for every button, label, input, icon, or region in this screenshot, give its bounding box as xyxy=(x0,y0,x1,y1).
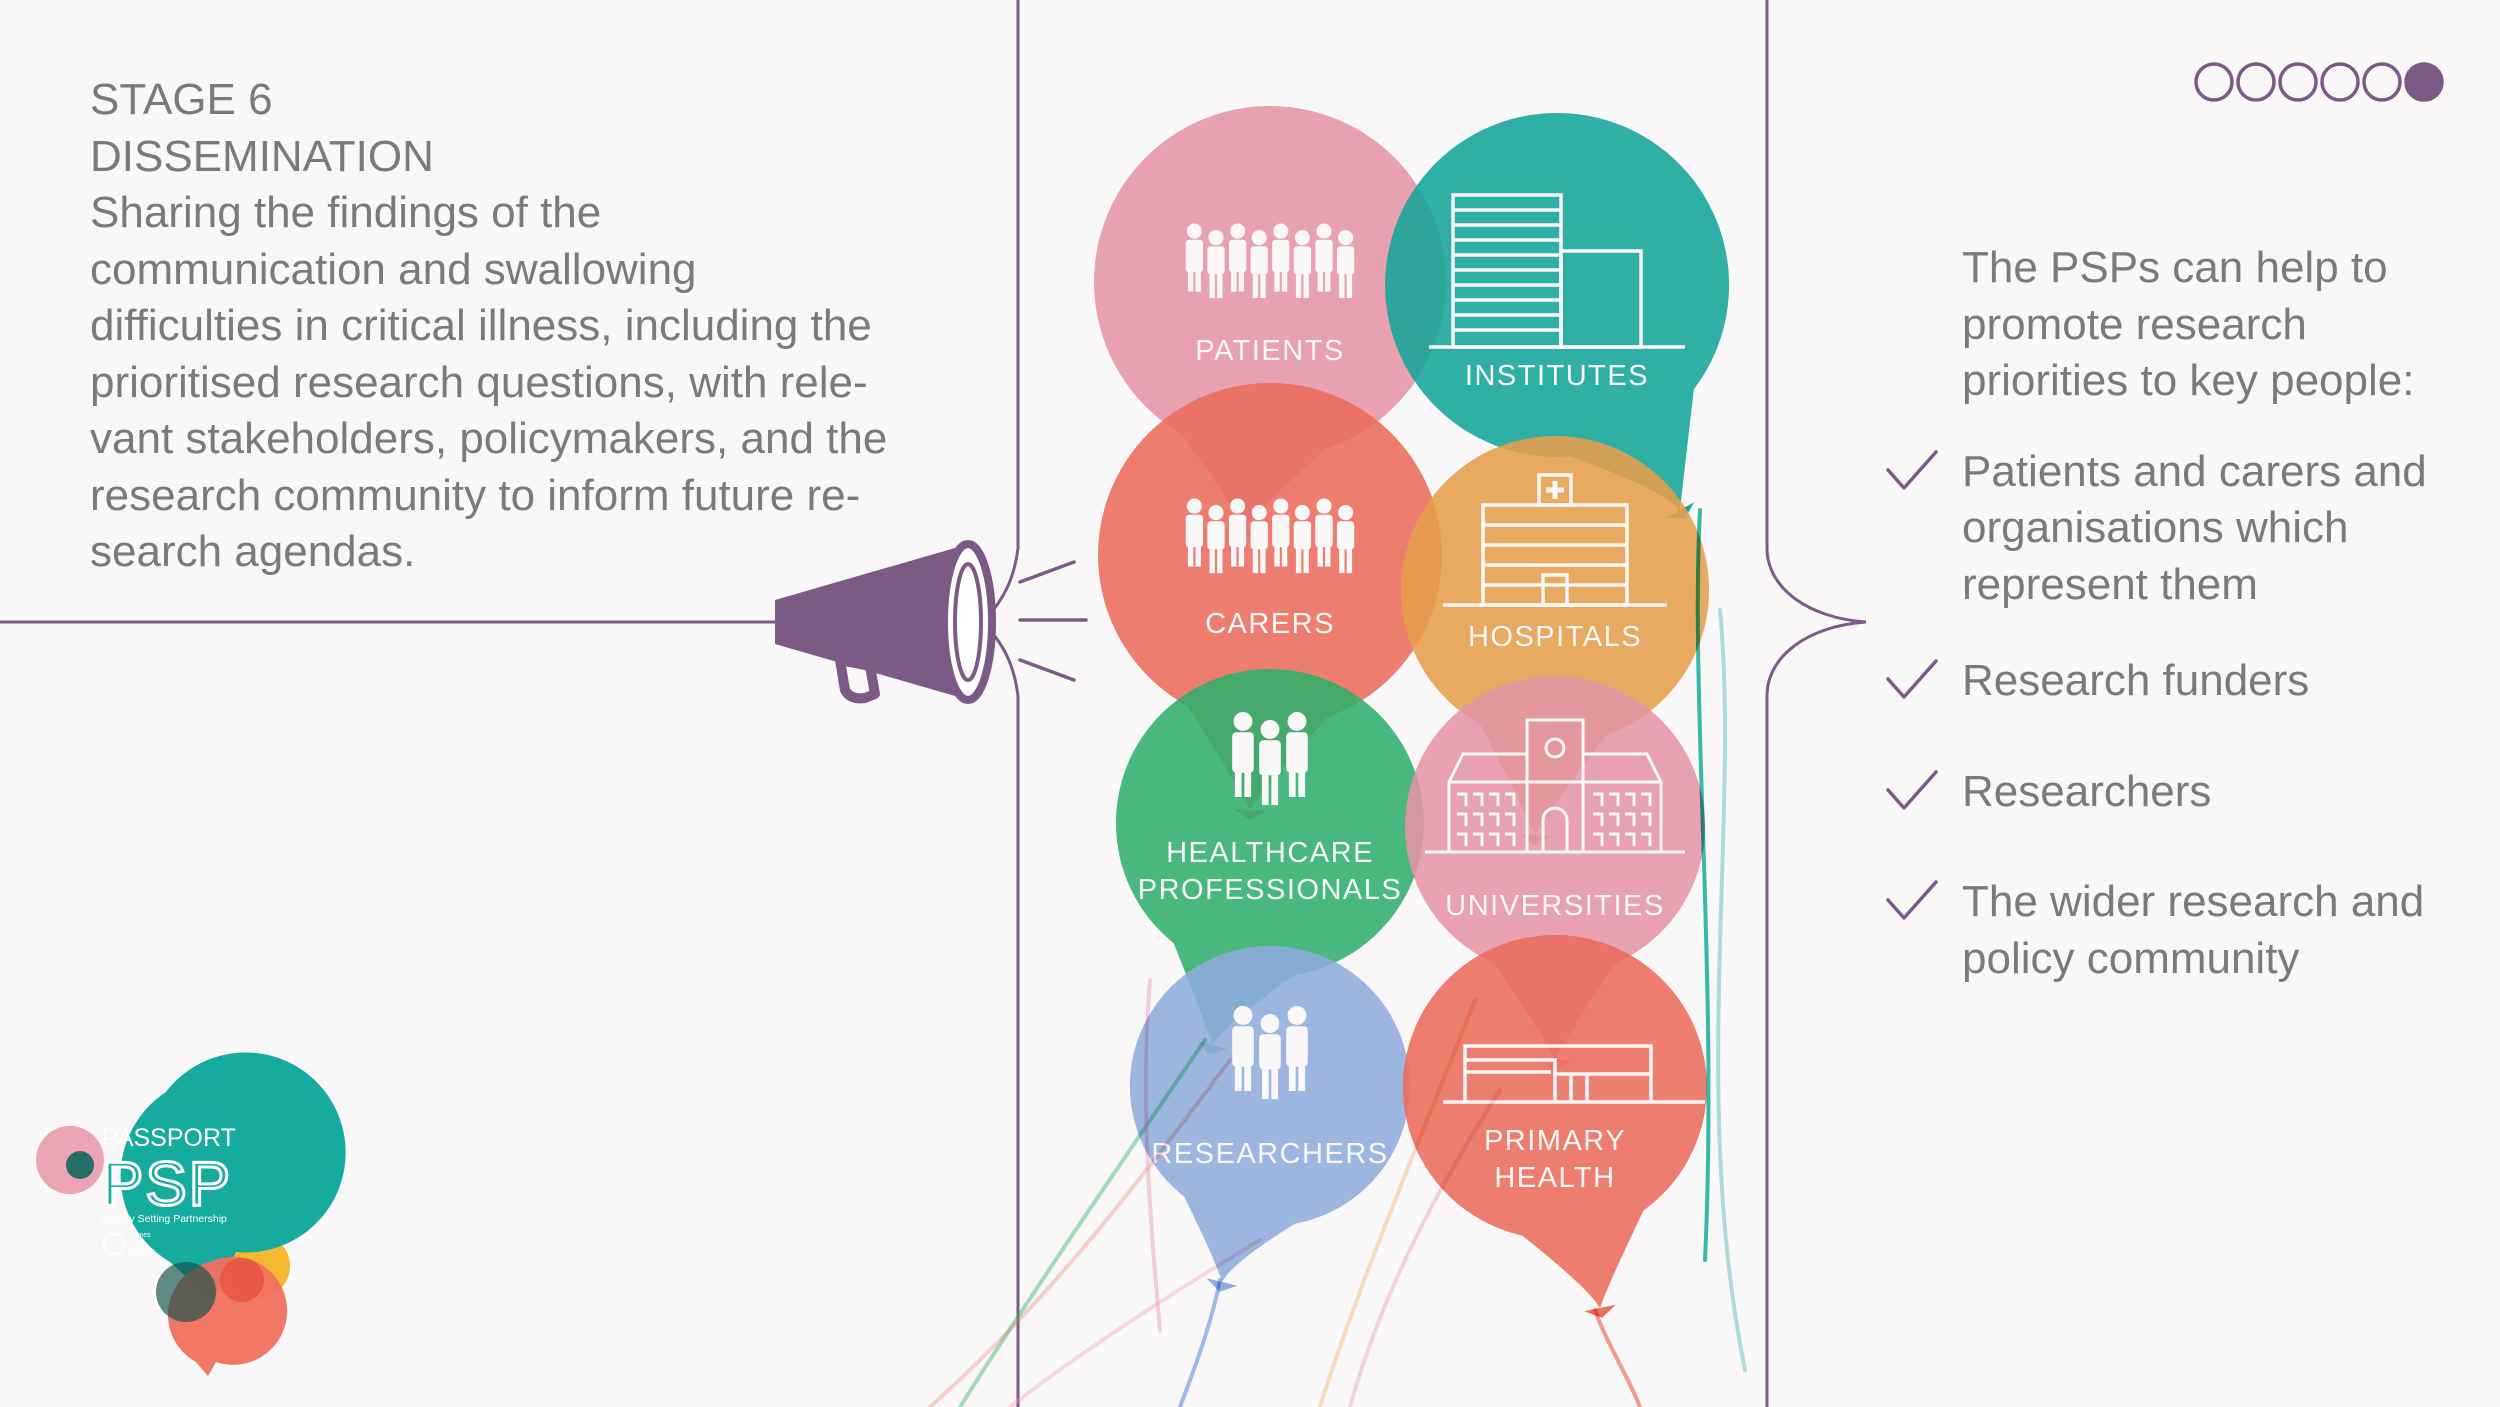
progress-dot xyxy=(2194,62,2234,102)
university-icon xyxy=(1425,718,1685,854)
key-people-item: Patients and carers and organisations wh… xyxy=(1886,444,2462,614)
balloon-label: PATIENTS xyxy=(1195,335,1345,367)
people-icon xyxy=(1232,1005,1308,1100)
building-icon xyxy=(1429,193,1685,349)
stage-line: communication and swallowing xyxy=(90,244,697,294)
progress-dot xyxy=(2278,62,2318,102)
balloon-knot xyxy=(1584,1304,1616,1318)
intro-line: promote research xyxy=(1962,299,2307,349)
balloon-label: HEALTHCARE xyxy=(1166,837,1374,869)
balloon-primary-health: PRIMARY HEALTH xyxy=(1402,935,1707,1318)
intro-line: priorities to key people: xyxy=(1962,356,2415,405)
item-line: represent them xyxy=(1962,559,2258,609)
balloon-label: RESEARCHERS xyxy=(1151,1138,1388,1170)
balloon-shape xyxy=(1402,935,1707,1308)
check-icon xyxy=(1886,449,1938,490)
balloons: PATIENTS INSTITUTES CARERS HOSPITALS HEALTHC… xyxy=(1094,106,1730,1318)
balloon-universities: UNIVERSITIES xyxy=(1405,676,1706,1070)
item-line: The wider research and xyxy=(1962,877,2425,926)
item-line: organisations which xyxy=(1962,503,2349,552)
stage-line: difficulties in critical illness, includ… xyxy=(90,301,872,350)
logo-tagline: Priority Setting Partnership xyxy=(102,1213,227,1225)
stage-line: Sharing the findings of the xyxy=(90,188,602,237)
balloon-label: INSTITUTES xyxy=(1465,360,1649,392)
balloon-label: HEALTH xyxy=(1494,1162,1615,1194)
passport-psp-logo: PASSPORT PSP Priority Setting Partnershi… xyxy=(36,1052,346,1376)
check-icon xyxy=(1886,880,1938,920)
stage-number: STAGE 6 xyxy=(90,75,273,124)
check-icon xyxy=(1886,659,1938,699)
people-icon xyxy=(1185,498,1355,574)
logo-partner-2: Lind xyxy=(130,1240,143,1247)
balloon-label: PROFESSIONALS xyxy=(1138,874,1402,906)
key-people-intro: The PSPs can help to promote research pr… xyxy=(1962,240,2462,410)
stage-description-panel: STAGE 6 DISSEMINATION Sharing the findin… xyxy=(90,72,930,581)
balloon-healthcare-professionals: HEALTHCARE PROFESSIONALS xyxy=(1115,668,1424,1055)
stage-line: research community to inform future re- xyxy=(90,470,861,520)
item-line: Patients and carers and xyxy=(1962,446,2427,496)
balloon-label: CARERS xyxy=(1205,608,1335,640)
megaphone-icon xyxy=(775,540,1088,704)
balloon-shape xyxy=(1401,435,1710,835)
balloon-knot xyxy=(1206,1278,1238,1292)
item-line: Research funders xyxy=(1962,656,2310,705)
balloon-shape xyxy=(1115,668,1424,1045)
balloon-shape xyxy=(1405,676,1706,1060)
stage-line: prioritised research questions, with rel… xyxy=(90,357,868,407)
stage-line: search agendas. xyxy=(90,527,416,576)
intro-line: The PSPs can help to xyxy=(1962,243,2388,292)
balloon-shape xyxy=(1129,945,1410,1282)
balloon-label: HOSPITALS xyxy=(1468,621,1642,653)
item-line: policy community xyxy=(1962,933,2300,983)
progress-dot xyxy=(2236,62,2276,102)
people-icon xyxy=(1185,223,1355,299)
stage-description: Sharing the findings of the communicatio… xyxy=(90,185,930,581)
balloon-institutes: INSTITUTES xyxy=(1385,112,1730,519)
balloon-label: UNIVERSITIES xyxy=(1445,890,1664,922)
stage-line: vant stakeholders, policymakers, and the xyxy=(90,414,888,463)
progress-dot xyxy=(2362,62,2402,102)
stage-title: DISSEMINATION xyxy=(90,131,434,181)
jla-icon xyxy=(103,1233,125,1255)
progress-dot xyxy=(2320,62,2360,102)
key-people-item: The wider research and policy community xyxy=(1886,874,2462,987)
key-people-item: Researchers xyxy=(1886,764,2462,821)
key-people-item: Research funders xyxy=(1886,653,2462,710)
logo-brand-top: PASSPORT xyxy=(102,1124,236,1152)
hospital-icon xyxy=(1443,473,1667,607)
logo-brand-main: PSP xyxy=(102,1150,232,1219)
logo-partner-3: Alliance xyxy=(130,1248,155,1255)
balloon-label: PRIMARY xyxy=(1484,1125,1626,1157)
key-people-panel: The PSPs can help to promote research pr… xyxy=(1886,240,2462,1027)
balloon-researchers: RESEARCHERS xyxy=(1129,945,1410,1292)
balloon-hospitals: HOSPITALS xyxy=(1401,435,1710,845)
progress-dot-current xyxy=(2404,62,2444,102)
clinic-icon xyxy=(1443,1044,1705,1104)
progress-dots xyxy=(2194,62,2444,102)
people-icon xyxy=(1232,711,1308,806)
item-line: Researchers xyxy=(1962,766,2212,816)
check-icon xyxy=(1886,769,1938,810)
balloon-shape xyxy=(1385,112,1730,510)
logo-partner-1: James xyxy=(130,1232,151,1239)
